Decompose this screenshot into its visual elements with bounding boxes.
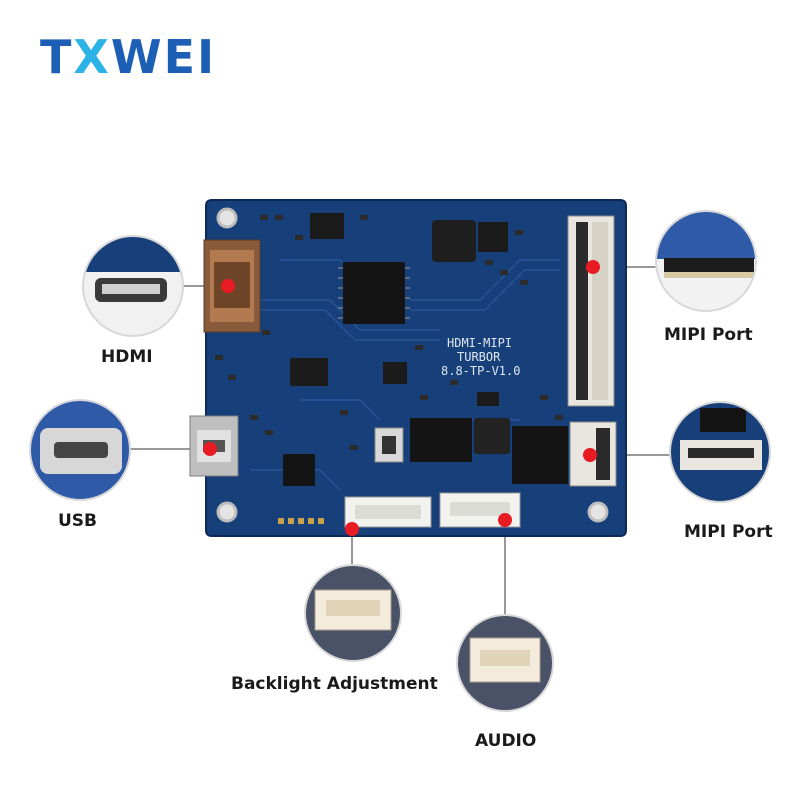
logo-text: TXWEI bbox=[40, 30, 217, 84]
mipi-top-marker bbox=[586, 260, 600, 274]
silkscreen-text: HDMI-MIPI TURBOR 8.8-TP-V1.0 bbox=[441, 336, 520, 378]
mipi-fpc-connector-top bbox=[567, 215, 615, 407]
silkscreen-line-3: 8.8-TP-V1.0 bbox=[441, 364, 520, 378]
zoom-audio bbox=[456, 614, 554, 712]
zoom-backlight bbox=[304, 564, 402, 662]
red-markers bbox=[203, 260, 600, 536]
mipi-bottom-marker bbox=[583, 448, 597, 462]
audio-connector bbox=[439, 492, 521, 528]
mipi-port-bottom-label: MIPI Port bbox=[684, 522, 773, 542]
audio-label: AUDIO bbox=[475, 731, 537, 751]
usb-port bbox=[189, 415, 239, 477]
audio-marker bbox=[498, 513, 512, 527]
zoom-usb bbox=[29, 399, 131, 501]
pcb-board: HDMI-MIPI TURBOR 8.8-TP-V1.0 bbox=[189, 199, 627, 537]
silkscreen-line-1: HDMI-MIPI bbox=[447, 336, 512, 350]
zoom-mipi-bottom bbox=[669, 401, 771, 503]
zoom-hdmi bbox=[82, 235, 184, 337]
backlight-adjustment-label: Backlight Adjustment bbox=[231, 674, 438, 694]
main-chip bbox=[343, 262, 405, 324]
backlight-marker bbox=[345, 522, 359, 536]
hdmi-marker bbox=[221, 279, 235, 293]
backlight-connector bbox=[344, 496, 432, 528]
usb-label: USB bbox=[58, 511, 98, 531]
brand-logo: TXWEI bbox=[40, 34, 216, 80]
mipi-fpc-connector-bottom bbox=[569, 421, 617, 487]
hdmi-label: HDMI bbox=[101, 347, 153, 367]
usb-marker bbox=[203, 442, 217, 456]
silkscreen-line-2: TURBOR bbox=[457, 350, 501, 364]
zoom-mipi-top bbox=[655, 210, 757, 312]
mounting-holes bbox=[216, 207, 609, 523]
mipi-port-top-label: MIPI Port bbox=[664, 325, 753, 345]
